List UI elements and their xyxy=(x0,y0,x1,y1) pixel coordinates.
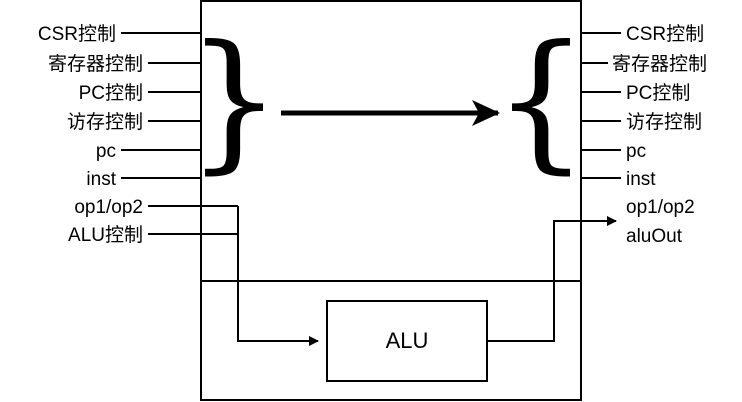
output-label-op: op1/op2 xyxy=(626,197,695,218)
input-label-csr: CSR控制 xyxy=(38,23,116,45)
alu-label: ALU xyxy=(386,328,429,353)
input-wires xyxy=(121,32,319,346)
output-label-aluout: aluOut xyxy=(626,226,683,247)
right-brace: { xyxy=(493,14,588,188)
input-label-pc-ctrl: PC控制 xyxy=(79,82,143,104)
output-label-csr: CSR控制 xyxy=(626,23,704,45)
input-labels: CSR控制 寄存器控制 PC控制 访存控制 pc inst op1/op2 AL… xyxy=(38,23,143,246)
output-label-inst: inst xyxy=(626,169,656,190)
output-label-pc-ctrl: PC控制 xyxy=(626,82,690,104)
input-label-mem: 访存控制 xyxy=(67,111,143,133)
output-label-mem: 访存控制 xyxy=(626,111,702,133)
alu-input-wire xyxy=(237,206,319,346)
input-label-aluctrl: ALU控制 xyxy=(68,224,143,246)
input-label-reg: 寄存器控制 xyxy=(48,53,143,75)
output-wires xyxy=(488,32,621,342)
output-label-reg: 寄存器控制 xyxy=(612,53,707,75)
left-brace: } xyxy=(186,14,281,188)
output-labels: CSR控制 寄存器控制 PC控制 访存控制 pc inst op1/op2 al… xyxy=(612,23,707,247)
input-label-inst: inst xyxy=(86,169,116,190)
alu-box xyxy=(326,300,488,382)
input-label-op: op1/op2 xyxy=(74,197,143,218)
alu-output-wire xyxy=(488,216,617,342)
output-label-pc: pc xyxy=(626,141,646,162)
input-label-pc: pc xyxy=(96,141,116,162)
